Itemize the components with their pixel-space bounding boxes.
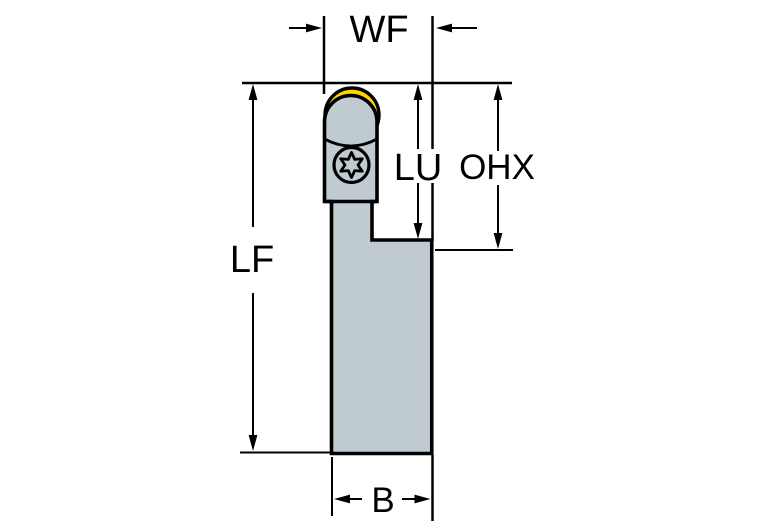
ohx-arrowhead-up xyxy=(493,84,503,100)
wf-label: WF xyxy=(349,9,408,51)
dimension-b: B xyxy=(331,455,434,521)
b-arrowhead-left xyxy=(334,494,350,504)
b-label: B xyxy=(371,481,394,520)
holder-body xyxy=(322,93,434,456)
wf-arrowhead-left xyxy=(306,23,322,33)
torx-star-icon xyxy=(339,151,364,179)
dimension-wf: WF xyxy=(289,9,477,94)
lu-label: LU xyxy=(394,147,443,189)
tool-holder-part xyxy=(322,86,434,456)
dimension-lu: LU xyxy=(394,84,443,239)
lf-arrowhead-down xyxy=(248,435,258,451)
ohx-arrowhead-down xyxy=(493,233,503,249)
dimension-lf: LF xyxy=(230,84,330,454)
dimension-ohx: OHX xyxy=(435,84,535,251)
lf-arrowhead-up xyxy=(248,84,258,100)
b-arrowhead-right xyxy=(414,494,431,504)
lu-arrowhead-down xyxy=(413,223,423,239)
lf-label: LF xyxy=(230,239,274,281)
ohx-label: OHX xyxy=(459,148,535,187)
wf-arrowhead-right xyxy=(436,23,452,33)
lu-arrowhead-up xyxy=(413,84,423,100)
